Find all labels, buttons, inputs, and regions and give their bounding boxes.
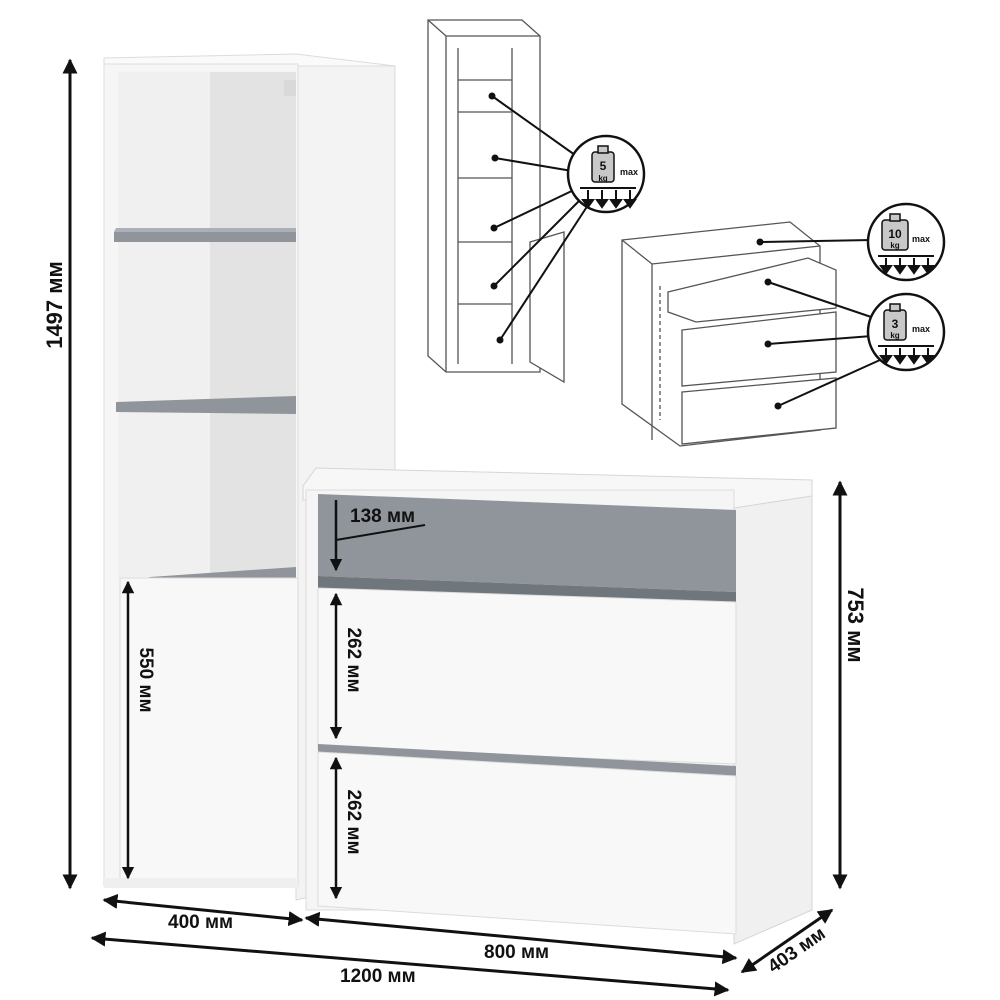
- bottom-drawer-label: 262 мм: [343, 789, 364, 854]
- shelf-unit: [103, 53, 396, 901]
- badge-suffix: max: [620, 167, 638, 177]
- load-badge-3kg: 3 kg max: [866, 292, 946, 372]
- total-width-label: 1200 мм: [340, 966, 416, 987]
- bottom-drawer: [317, 751, 737, 935]
- door-height-label: 550 мм: [135, 647, 156, 712]
- badge-unit: kg: [890, 331, 899, 340]
- shelf-line-drawing: [427, 19, 565, 384]
- down-arrows-icon: [580, 187, 637, 209]
- dresser-line-drawing: [621, 221, 837, 447]
- shelf-board: [114, 228, 296, 242]
- badge-value: 5: [600, 159, 607, 173]
- top-drawer-label: 138 мм: [350, 506, 415, 527]
- badge-value: 10: [888, 227, 902, 241]
- badge-suffix: max: [912, 234, 930, 244]
- load-badge-10kg: 10 kg max: [866, 202, 946, 282]
- middle-drawer: [317, 587, 737, 778]
- total-height-label: 1497 мм: [42, 261, 67, 349]
- shelf-door: [119, 577, 299, 887]
- shelf-width-label: 400 мм: [168, 912, 233, 933]
- dresser: [302, 467, 813, 945]
- load-badge-5kg: 5 kg max: [566, 134, 646, 214]
- weight-icon: [591, 145, 615, 183]
- dimension-lines: [62, 58, 848, 997]
- badge-unit: kg: [890, 241, 899, 250]
- shelf-board: [116, 396, 296, 414]
- badge-suffix: max: [912, 324, 930, 334]
- weight-icon: [881, 213, 909, 251]
- badge-value: 3: [892, 317, 899, 331]
- badge-unit: kg: [598, 174, 607, 183]
- shelf-pointer-lines: [491, 95, 591, 341]
- weight-icon: [883, 303, 907, 341]
- middle-drawer-label: 262 мм: [343, 627, 364, 692]
- down-arrows-icon: [878, 345, 935, 365]
- dresser-width-label: 800 мм: [484, 942, 549, 963]
- down-arrows-icon: [878, 255, 935, 275]
- dresser-pointer-lines: [759, 239, 881, 407]
- dresser-height-label: 753 мм: [843, 587, 868, 662]
